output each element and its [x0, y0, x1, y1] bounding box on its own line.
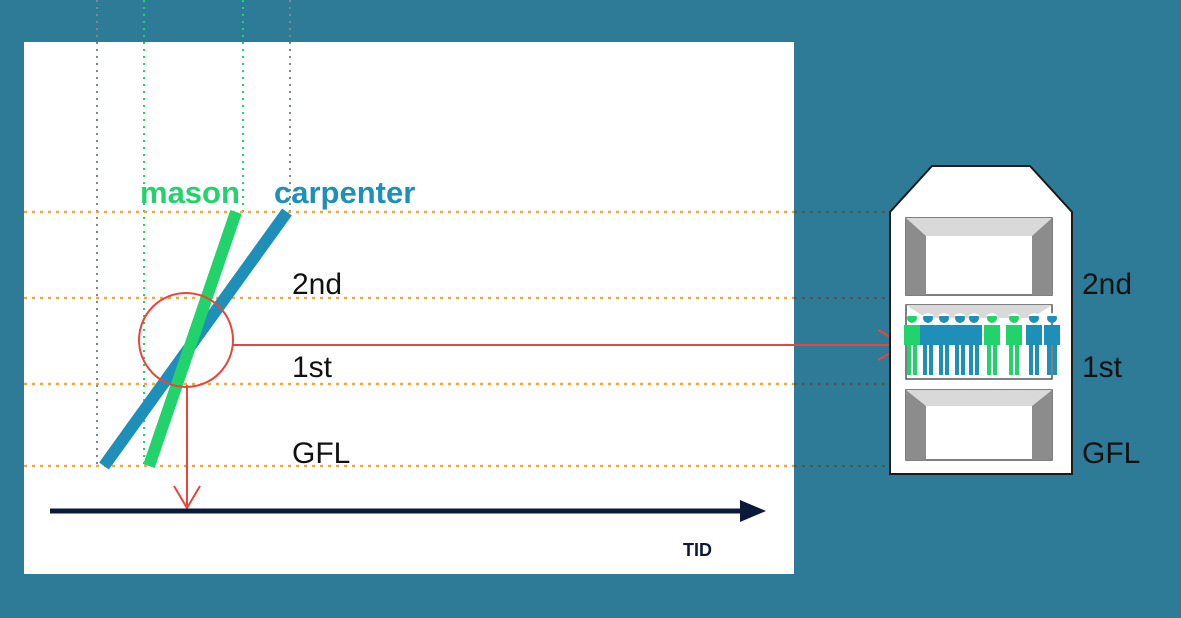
- worker-mason-icon: [1006, 313, 1022, 375]
- building-floor-label-2nd: 2nd: [1082, 268, 1132, 301]
- worker-carpenter-icon: [1026, 313, 1042, 375]
- floor-room-2nd: [905, 217, 1053, 296]
- floor-room-gfl: [905, 389, 1053, 461]
- time-axis: [50, 500, 766, 522]
- worker-carpenter-icon: [936, 313, 952, 375]
- worker-carpenter-icon: [966, 313, 982, 375]
- building-floor-label-1st: 1st: [1082, 351, 1123, 384]
- worker-carpenter-icon: [1044, 313, 1060, 375]
- chart-panel: [24, 42, 794, 574]
- building-floor-label-gfl: GFL: [1082, 437, 1140, 470]
- mason-progress-line: [143, 210, 242, 468]
- worker-carpenter-icon: [920, 313, 936, 375]
- worker-mason-icon: [984, 313, 1000, 375]
- carpenter-label: carpenter: [274, 175, 415, 210]
- worker-mason-icon: [904, 313, 920, 375]
- worker-carpenter-icon: [952, 313, 968, 375]
- chart-floor-label-2nd: 2nd: [292, 268, 342, 301]
- chart-floor-label-1st: 1st: [292, 351, 333, 384]
- time-axis-label: TID: [683, 540, 712, 560]
- building: [889, 165, 1073, 475]
- chart-floor-label-gfl: GFL: [292, 437, 350, 470]
- workers-group: [904, 313, 1060, 375]
- mason-label: mason: [140, 175, 240, 210]
- vertical-guides: [96, 0, 291, 466]
- down-arrow: [173, 385, 201, 510]
